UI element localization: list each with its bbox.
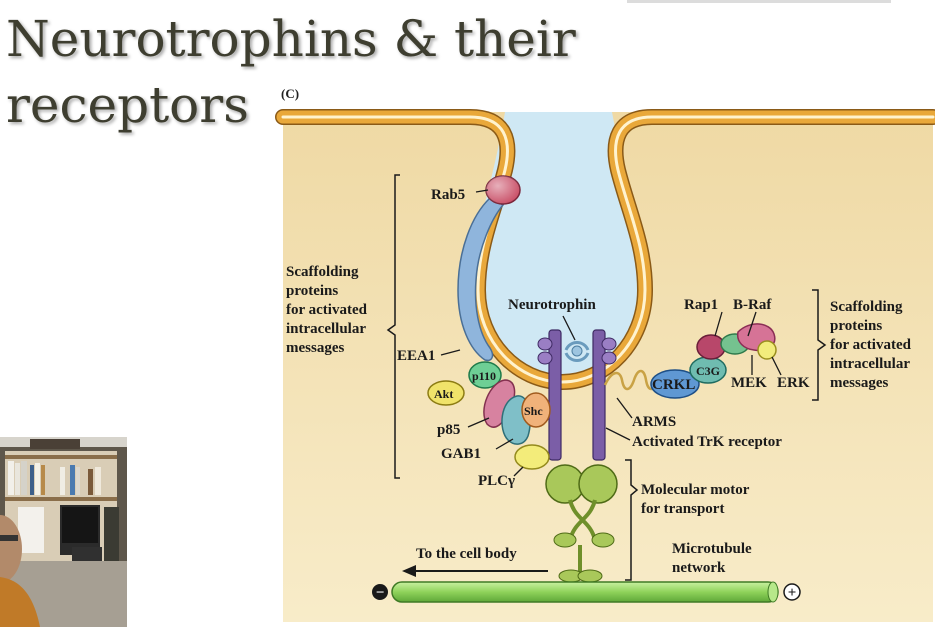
label-microtubule-2: network xyxy=(672,560,726,576)
shc-protein xyxy=(521,392,551,428)
slide-title-line-2: receptors xyxy=(6,76,249,134)
label-shc: Shc xyxy=(524,404,543,418)
label-scaffold-left-3: for activated xyxy=(286,302,368,318)
label-crkl: CRKL xyxy=(652,377,695,393)
label-scaffold-left-4: intracellular xyxy=(286,321,366,337)
label-trk: Activated TrK receptor xyxy=(632,434,782,450)
label-p85: p85 xyxy=(437,422,460,438)
label-mek: MEK xyxy=(731,375,767,391)
label-motor-1: Molecular motor xyxy=(641,482,750,498)
label-akt: Akt xyxy=(434,387,453,401)
top-bar xyxy=(627,0,891,3)
plus-sign: + xyxy=(788,585,797,601)
label-scaffold-right-5: messages xyxy=(830,375,888,391)
motor-bracket xyxy=(625,459,639,581)
label-scaffold-right-1: Scaffolding xyxy=(830,299,903,315)
akt-protein xyxy=(427,380,465,406)
label-scaffold-left-1: Scaffolding xyxy=(286,264,359,280)
minus-end-icon xyxy=(372,584,388,600)
label-p110: p110 xyxy=(472,369,496,383)
left-bracket xyxy=(386,174,400,479)
label-motor-2: for transport xyxy=(641,501,724,517)
slide-title: Neurotrophins & their receptors xyxy=(6,6,576,138)
label-microtubule-1: Microtubule xyxy=(672,541,752,557)
p110-protein xyxy=(468,361,502,389)
plcg-protein xyxy=(514,444,550,470)
minus-sign: − xyxy=(376,585,385,601)
label-c3g: C3G xyxy=(696,364,720,378)
label-scaffold-right-3: for activated xyxy=(830,337,912,353)
label-plcg: PLCγ xyxy=(478,473,515,489)
trk-receptor xyxy=(537,329,617,461)
erk-protein xyxy=(757,340,777,360)
presenter-video xyxy=(0,437,127,627)
label-scaffold-left-2: proteins xyxy=(286,283,338,299)
panel-label: (C) xyxy=(281,86,300,101)
plasma-membrane xyxy=(275,109,935,391)
label-rab5: Rab5 xyxy=(431,187,465,203)
label-neurotrophin: Neurotrophin xyxy=(508,297,596,313)
label-eea1: EEA1 xyxy=(397,348,435,364)
molecular-motor xyxy=(545,464,618,583)
leader-lines xyxy=(440,189,782,477)
video-frame xyxy=(0,437,127,627)
label-erk: ERK xyxy=(777,375,810,391)
label-to-cell-body: To the cell body xyxy=(416,546,517,562)
arrow-head-icon xyxy=(402,565,416,577)
slide-title-line-1: Neurotrophins & their xyxy=(6,10,576,68)
crkl-protein xyxy=(650,369,700,399)
plus-end-icon xyxy=(783,583,801,601)
label-scaffold-right-2: proteins xyxy=(830,318,882,334)
label-scaffold-left-5: messages xyxy=(286,340,344,356)
microtubule xyxy=(391,581,779,603)
label-arms: ARMS xyxy=(632,414,676,430)
label-rap1: Rap1 xyxy=(684,297,718,313)
label-scaffold-right-4: intracellular xyxy=(830,356,910,372)
label-gab1: GAB1 xyxy=(441,446,481,462)
neurotrophin-ligand xyxy=(564,341,590,362)
label-braf: B-Raf xyxy=(733,297,772,313)
eea1-protein xyxy=(457,197,505,362)
right-bracket xyxy=(812,289,827,401)
